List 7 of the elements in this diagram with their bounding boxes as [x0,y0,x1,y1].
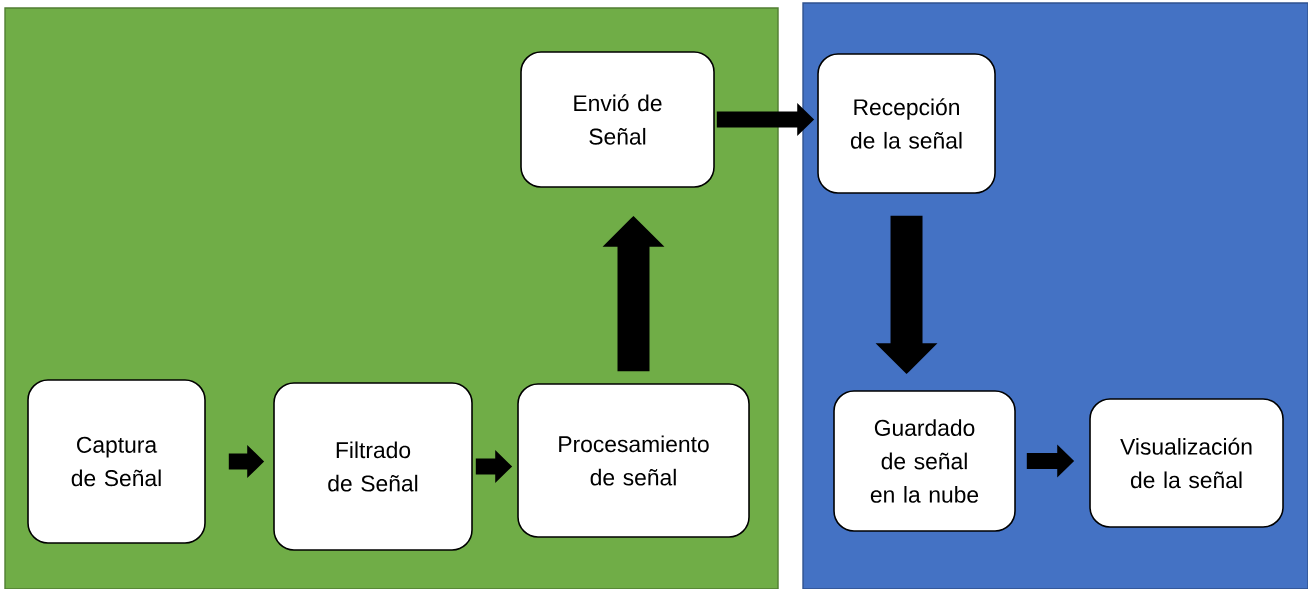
process-box: Captura de Señal [27,379,206,544]
process-box: Visualización de la señal [1089,398,1284,528]
process-box: Envió de Señal [520,51,715,188]
process-box: Filtrado de Señal [273,382,473,551]
process-box: Procesamiento de señal [517,383,750,538]
process-box: Guardado de señal en la nube [833,390,1016,532]
process-box: Recepción de la señal [817,53,996,194]
